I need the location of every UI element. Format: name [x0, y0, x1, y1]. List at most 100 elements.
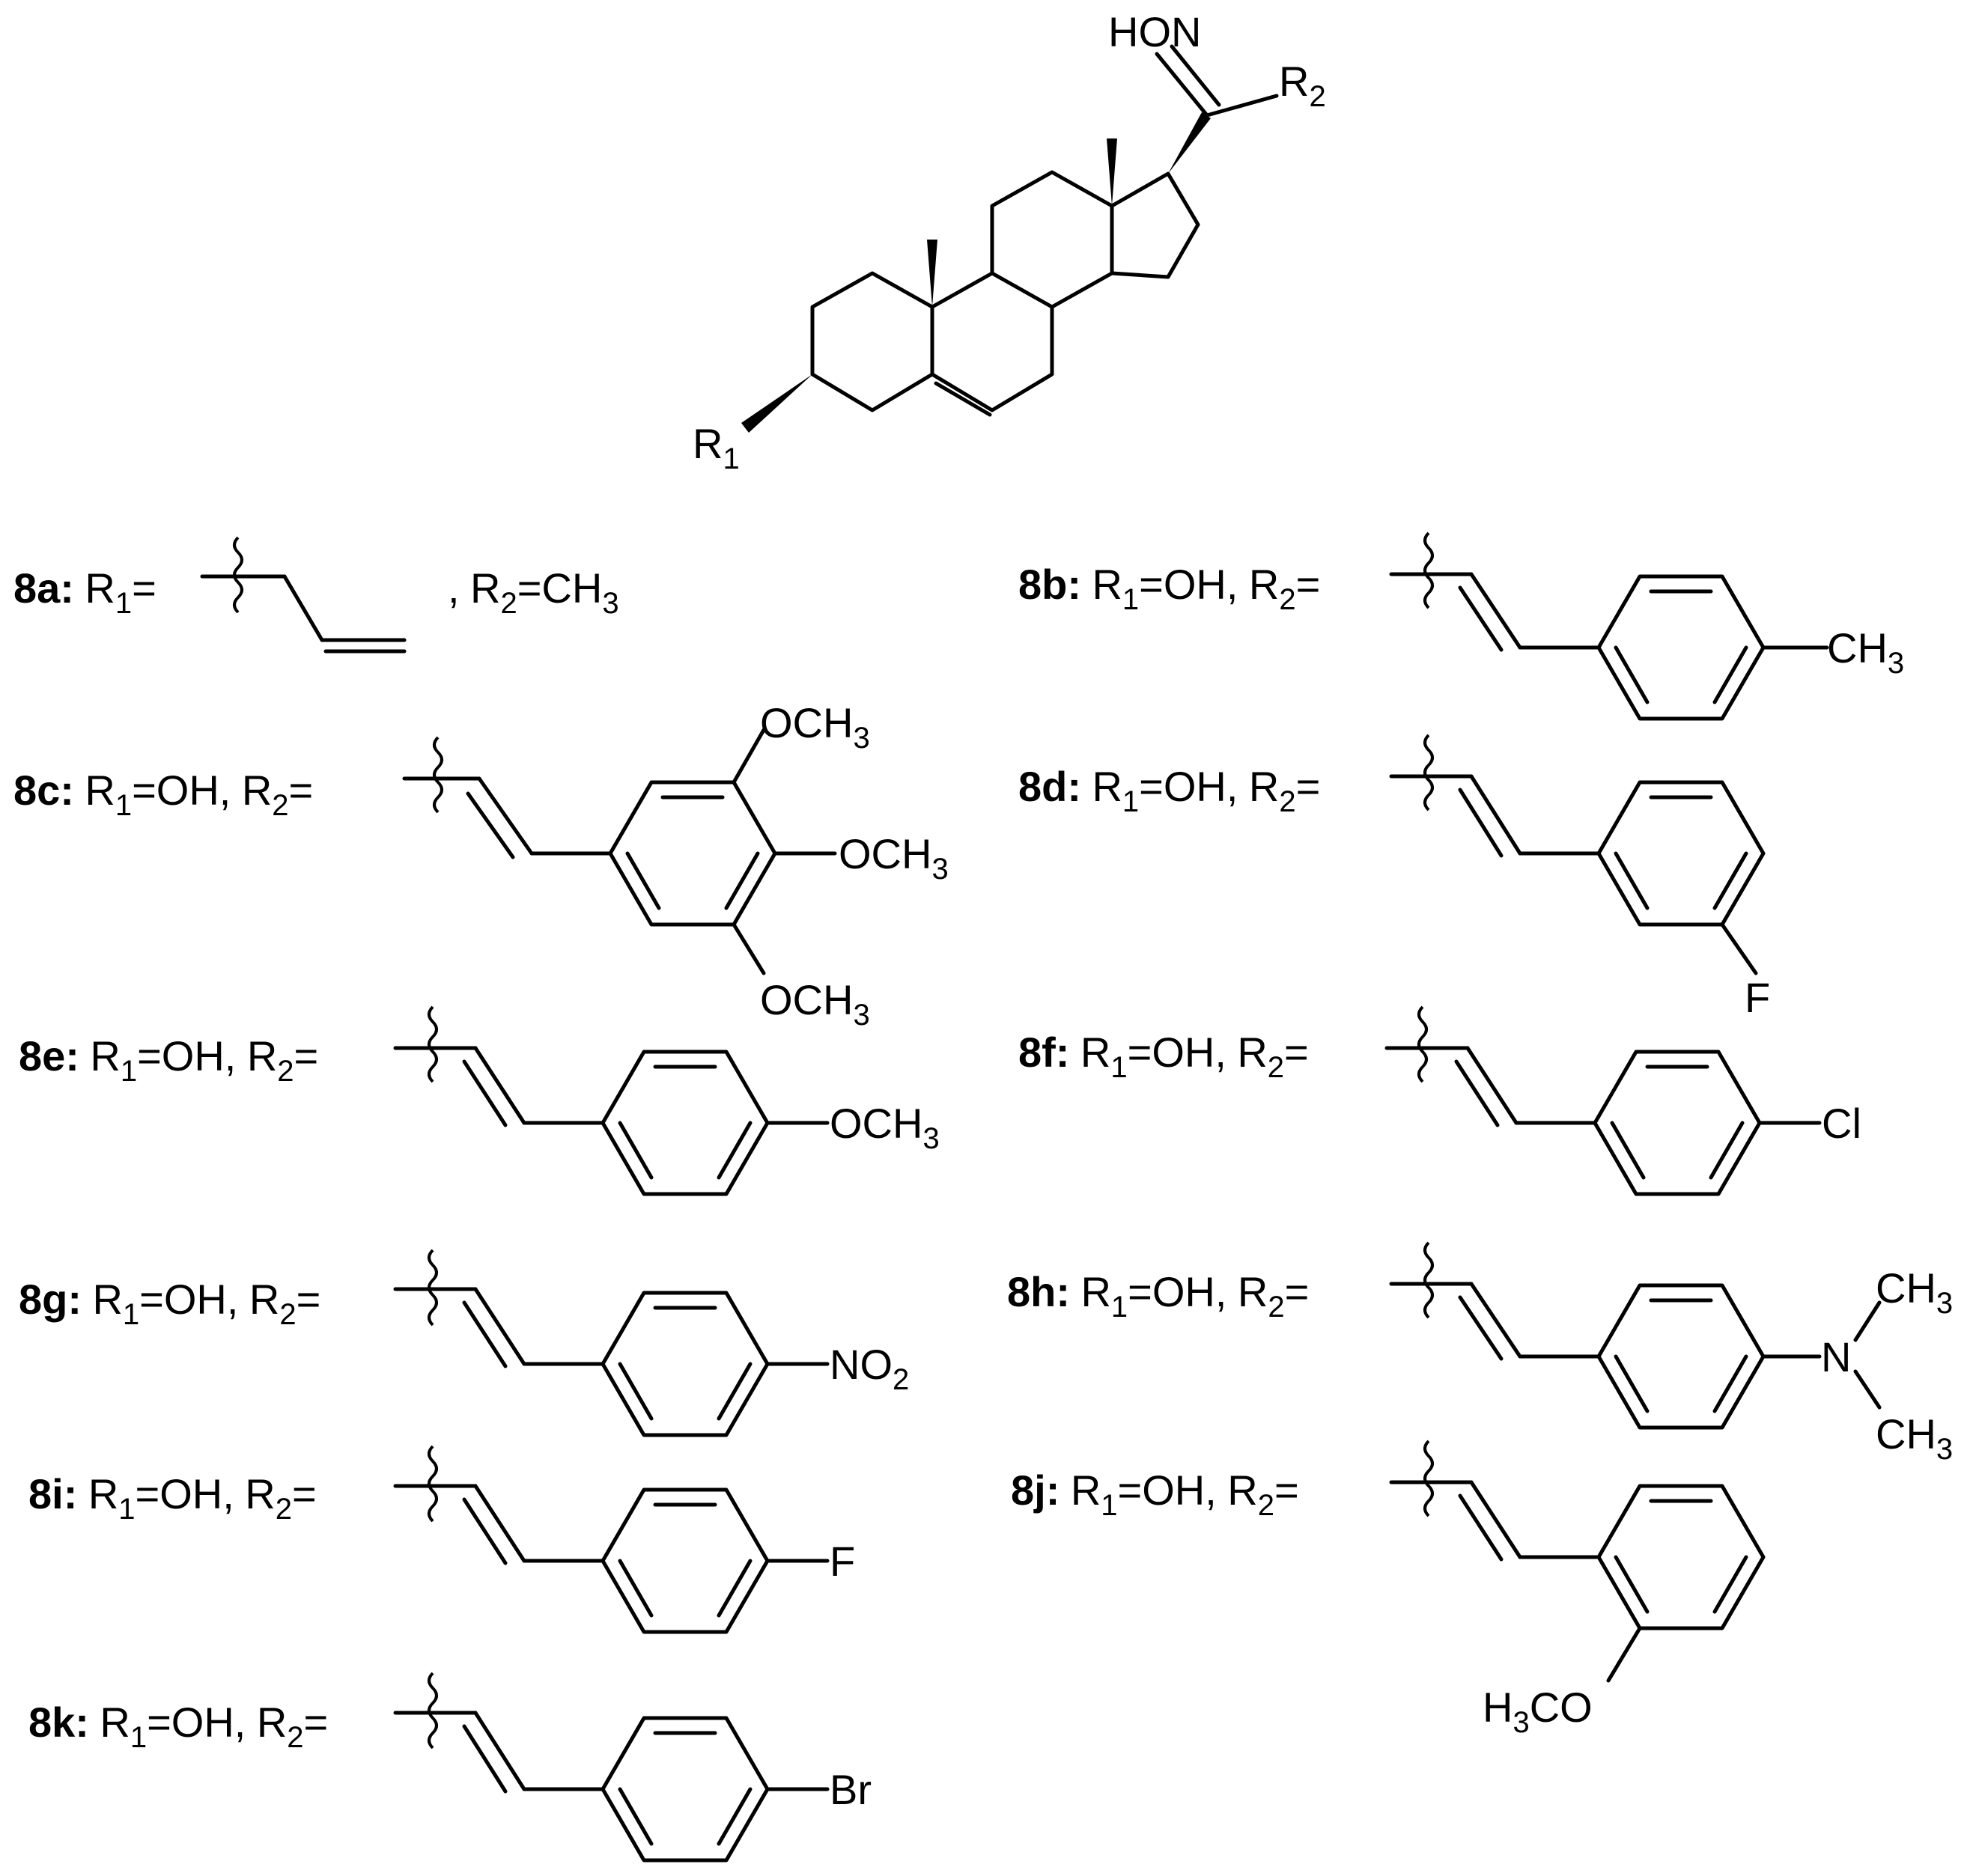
r2-label: R2	[1279, 58, 1326, 113]
benzene-ring	[601, 1050, 770, 1196]
compound-8c: 8c: R1=OH, R2= OCH3 OCH3 OCH3	[13, 699, 949, 1032]
compound-8a: 8a: R1= , R2=CH3	[13, 536, 619, 654]
ring-double-bond	[1614, 1555, 1650, 1614]
r1-label: R1	[693, 420, 740, 475]
oxime-label: HON	[1108, 8, 1201, 55]
substituent-bond	[1720, 922, 1758, 975]
vinyl-double-bond-2	[462, 1059, 508, 1127]
substituent-bond	[1606, 1626, 1642, 1683]
r2-bond	[1205, 94, 1279, 118]
substituent-bond	[732, 728, 766, 785]
compound-8b: 8b: R1=OH, R2= CH3	[1018, 532, 1904, 721]
compound-label-8a: 8a: R1=	[13, 564, 156, 620]
ring-double-bond	[1712, 645, 1748, 704]
vinyl-double-bond	[1465, 1046, 1518, 1125]
vinyl-double-bond	[477, 776, 534, 856]
oxime-double-bond	[1170, 44, 1221, 107]
ring-d	[1110, 171, 1200, 279]
oxime-bond	[1155, 52, 1209, 118]
compound-label-8d: 8d: R1=OH, R2=	[1018, 763, 1320, 818]
compound-label-8j: 8j: R1=OH, R2=	[1011, 1467, 1299, 1522]
compound-8e: 8e: R1=OH, R2= OCH3	[19, 1005, 940, 1196]
substituent-8i: F	[830, 1538, 855, 1585]
ring-double-bond	[1709, 1121, 1745, 1180]
substituent-8c-top: OCH3	[760, 699, 870, 755]
ring-double-bond	[717, 1787, 753, 1846]
c19-methyl-wedge	[927, 240, 937, 307]
vinyl-double-bond-2	[462, 1497, 508, 1565]
substituent-8c-bottom: OCH3	[760, 976, 870, 1032]
substituent-8k: Br	[830, 1766, 872, 1813]
substituent-8h-n: N	[1821, 1333, 1851, 1380]
substituent-8b: CH3	[1827, 624, 1904, 680]
compound-8d: 8d: R1=OH, R2= F	[1018, 734, 1770, 1021]
vinyl-double-bond-2	[1458, 1295, 1504, 1361]
ring-double-bond	[625, 851, 661, 910]
benzene-ring	[1596, 1283, 1766, 1430]
n-methyl-bond	[1853, 1300, 1882, 1342]
wavy-bond	[428, 1445, 438, 1523]
ring-double-bond	[618, 1787, 654, 1846]
compound-8i: 8i: R1=OH, R2= F	[28, 1445, 855, 1634]
vinyl-double-bond	[1469, 1480, 1522, 1559]
ring-c	[990, 170, 1114, 309]
wavy-bond	[1423, 734, 1434, 811]
vinyl-double-bond	[1469, 774, 1522, 856]
substituent-8h-me1: CH3	[1876, 1264, 1953, 1320]
substituent-8h-me2: CH3	[1876, 1410, 1953, 1466]
compound-label-8h: 8h: R1=OH, R2=	[1007, 1268, 1309, 1324]
n-methyl-bond	[1853, 1369, 1882, 1410]
wavy-bond	[1417, 1005, 1428, 1083]
vinyl-double-bond	[1469, 572, 1522, 650]
benzene-ring	[601, 1291, 770, 1437]
ring-double-bond	[1614, 851, 1650, 910]
vinyl-double-bond-2	[1458, 1493, 1504, 1562]
vinyl-double-bond	[473, 1046, 526, 1125]
wavy-bond	[1423, 1241, 1434, 1319]
steroid-core: HON R2 R1	[693, 8, 1326, 475]
r2-text-8a: , R2=CH3	[448, 564, 619, 620]
ring-double-bond	[1712, 851, 1748, 910]
benzene-ring	[1596, 1484, 1766, 1630]
substituent-8c-mid: OCH3	[839, 830, 949, 886]
compound-label-8i: 8i: R1=OH, R2=	[28, 1470, 317, 1526]
vinyl-double-bond-2	[466, 791, 515, 859]
vinyl-double-bond-2	[462, 1724, 508, 1794]
benzene-ring	[1596, 574, 1766, 721]
vinyl-double-bond	[473, 1287, 526, 1366]
ring-double-bond	[717, 1121, 753, 1180]
ring-double-bond	[1610, 1121, 1646, 1180]
compound-label-8g: 8g: R1=OH, R2=	[19, 1276, 320, 1331]
benzene-ring	[1593, 1050, 1762, 1196]
benzene-ring	[601, 1716, 770, 1863]
substituent-8d: F	[1745, 974, 1770, 1021]
compound-8k: 8k: R1=OH, R2= Br	[28, 1672, 872, 1863]
ring-double-bond	[1614, 1354, 1650, 1413]
ring-double-bond	[717, 1559, 753, 1618]
compound-8f: 8f: R1=OH, R2= Cl	[1018, 1005, 1861, 1196]
compound-label-8c: 8c: R1=OH, R2=	[13, 767, 313, 822]
vinyl-double-bond	[473, 1711, 526, 1791]
ring-b	[930, 271, 1054, 412]
r1-wedge	[741, 374, 812, 433]
c5-c6-double-bond	[934, 381, 992, 417]
vinyl-double-bond-2	[1454, 1059, 1500, 1127]
vinyl-double-bond-2	[1458, 788, 1504, 858]
compound-8j: 8j: R1=OH, R2= H3CO	[1011, 1440, 1766, 1739]
ring-double-bond	[717, 1362, 753, 1421]
compound-label-8b: 8b: R1=OH, R2=	[1018, 561, 1320, 616]
substituent-8f: Cl	[1822, 1100, 1861, 1147]
ring-double-bond	[618, 1362, 654, 1421]
ring-double-bond	[618, 1121, 654, 1180]
ring-double-bond	[1614, 645, 1650, 704]
c17-sidechain-wedge	[1168, 112, 1211, 174]
wavy-bond	[428, 1672, 438, 1749]
c18-methyl-wedge	[1107, 138, 1117, 206]
vinyl-double-bond-2	[1458, 585, 1504, 652]
substituent-bond	[732, 922, 766, 975]
compound-8h: 8h: R1=OH, R2= N CH3 CH3	[1007, 1241, 1953, 1466]
compound-label-8f: 8f: R1=OH, R2=	[1018, 1029, 1309, 1084]
vinyl-double-bond	[1469, 1282, 1522, 1359]
compound-label-8k: 8k: R1=OH, R2=	[28, 1699, 328, 1754]
